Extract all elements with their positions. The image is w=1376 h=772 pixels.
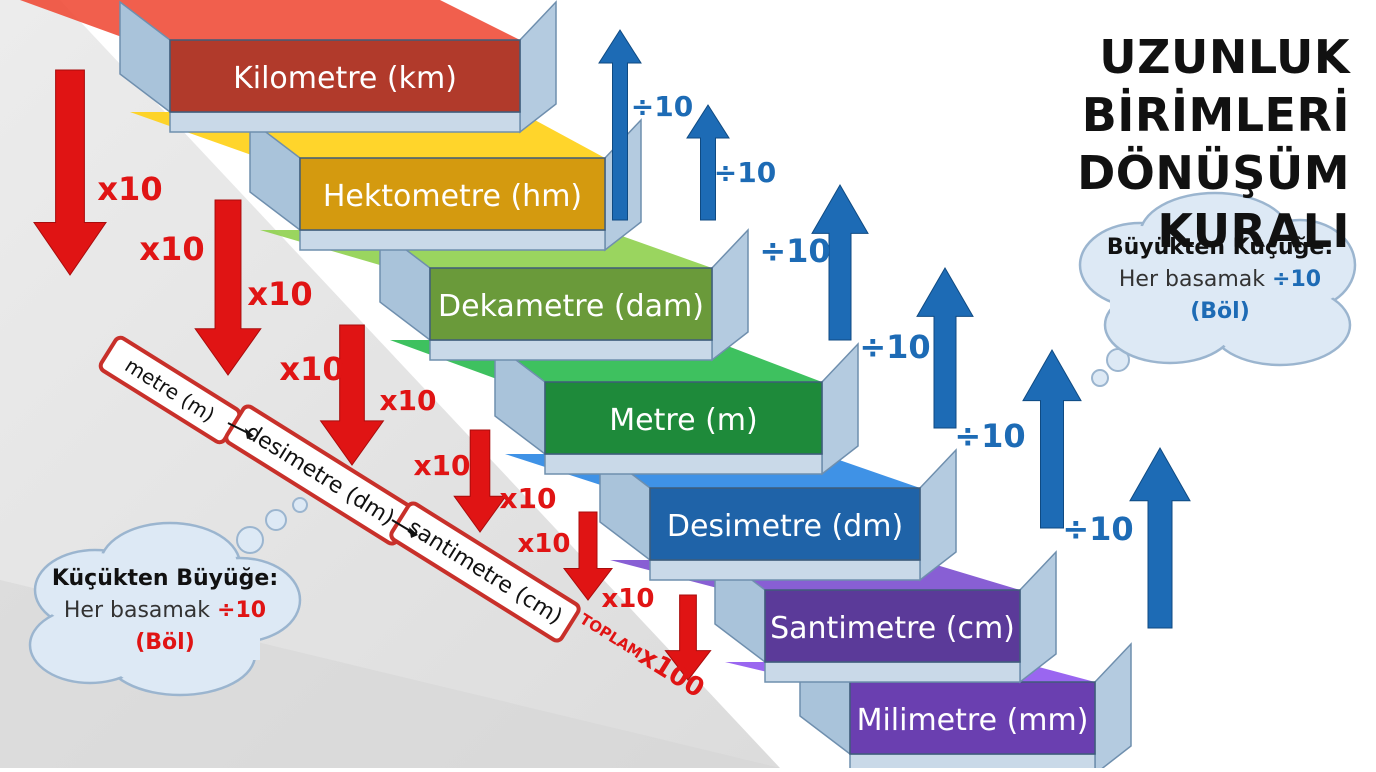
left-cloud-line: Her basamak ÷10 — [40, 595, 290, 627]
right-cloud-operator: ÷10 — [1272, 267, 1322, 292]
diagram-title: UZUNLUK BİRİMLERİ DÖNÜŞÜM KURALI — [880, 28, 1350, 260]
chain-connector-1 — [227, 422, 249, 434]
up-arrow-2 — [686, 104, 730, 221]
down-arrow-6 — [664, 594, 712, 681]
up-arrow-6 — [1129, 446, 1191, 629]
down-label-9: x10 — [602, 584, 655, 614]
stair-label-7: Milimetre (mm) — [857, 703, 1089, 738]
stair-side-right-4 — [821, 342, 859, 476]
left-cloud-line-prefix: Her basamak — [63, 598, 211, 623]
left-cloud-heading: Küçükten Büyüğe: — [51, 566, 279, 591]
stair-label-4: Metre (m) — [609, 403, 757, 438]
stair-riser-2 — [299, 157, 606, 231]
title-line-2: DÖNÜŞÜM KURALI — [1077, 146, 1350, 258]
down-label-8: x10 — [518, 529, 571, 559]
stair-side-right-1 — [519, 0, 557, 134]
stair-step-1: Kilometre (km) — [20, 0, 557, 134]
stair-riser-7 — [849, 681, 1096, 755]
stair-riser-1 — [169, 39, 521, 113]
down-label-4: x10 — [279, 350, 344, 388]
up-label-6: ÷10 — [1062, 510, 1133, 548]
down-label-6: x10 — [413, 449, 470, 482]
stair-side-right-3 — [711, 228, 749, 362]
left-cloud-operator: ÷10 — [217, 598, 267, 623]
right-cloud-line: Her basamak ÷10 — [1095, 264, 1345, 296]
stair-step-6: Santimetre (cm) — [610, 550, 1057, 684]
down-arrow-4 — [453, 429, 507, 533]
chain-connector-head-2 — [409, 527, 418, 538]
stair-edge-6 — [764, 661, 1021, 683]
stair-riser-3 — [429, 267, 713, 341]
down-label-3: x10 — [247, 275, 312, 313]
down-arrow-2 — [194, 199, 262, 376]
down-arrow-1 — [33, 69, 107, 276]
stair-edge-2 — [299, 229, 606, 251]
right-thought-cloud — [1078, 191, 1357, 387]
chain-connector-2 — [391, 519, 413, 533]
up-label-1: ÷10 — [631, 90, 693, 123]
stair-edge-3 — [429, 339, 713, 361]
up-label-4: ÷10 — [859, 328, 930, 366]
stair-label-5: Desimetre (dm) — [667, 509, 903, 544]
up-arrow-3 — [811, 184, 869, 341]
chain-connector-head-1 — [245, 428, 254, 439]
left-cloud-note: (Böl) — [135, 630, 195, 655]
left-thought-cloud — [28, 497, 308, 697]
stair-label-1: Kilometre (km) — [233, 61, 457, 96]
stair-riser-5 — [649, 487, 921, 561]
stair-label-3: Dekametre (dam) — [438, 289, 704, 324]
stair-label-6: Santimetre (cm) — [770, 611, 1015, 646]
right-cloud-note: (Böl) — [1190, 299, 1250, 324]
up-arrow-4 — [916, 267, 974, 429]
down-label-1: x10 — [97, 170, 162, 208]
up-label-3: ÷10 — [759, 232, 830, 270]
down-label-2: x10 — [139, 230, 204, 268]
stair-edge-4 — [544, 453, 823, 475]
stair-edge-1 — [169, 111, 521, 133]
stair-edge-5 — [649, 559, 921, 581]
up-arrow-5 — [1022, 348, 1082, 529]
stair-side-right-7 — [1094, 642, 1132, 772]
right-cloud-line-prefix: Her basamak — [1118, 267, 1266, 292]
stair-edge-7 — [849, 753, 1096, 772]
down-arrow-3 — [319, 324, 385, 466]
left-cloud-text: Küçükten Büyüğe: Her basamak ÷10 (Böl) — [40, 563, 290, 659]
down-label-7: x10 — [499, 482, 556, 515]
chain-box-frame-3 — [389, 501, 581, 643]
stair-step-5: Desimetre (dm) — [505, 448, 957, 582]
right-cloud-text: Büyükten Küçüğe: Her basamak ÷10 (Böl) — [1095, 232, 1345, 328]
stair-label-2: Hektometre (hm) — [323, 179, 582, 214]
up-arrow-1 — [598, 29, 642, 221]
down-arrow-5 — [562, 511, 614, 601]
right-cloud-heading: Büyükten Küçüğe: — [1106, 235, 1334, 260]
stair-side-right-6 — [1019, 550, 1057, 684]
up-label-5: ÷10 — [954, 417, 1025, 455]
up-label-2: ÷10 — [714, 156, 776, 189]
stair-riser-4 — [544, 381, 823, 455]
stair-riser-6 — [764, 589, 1021, 663]
down-label-5: x10 — [379, 384, 436, 417]
stair-side-right-5 — [919, 448, 957, 582]
stair-tread-1 — [20, 0, 520, 40]
title-line-1: UZUNLUK BİRİMLERİ — [1081, 30, 1350, 142]
